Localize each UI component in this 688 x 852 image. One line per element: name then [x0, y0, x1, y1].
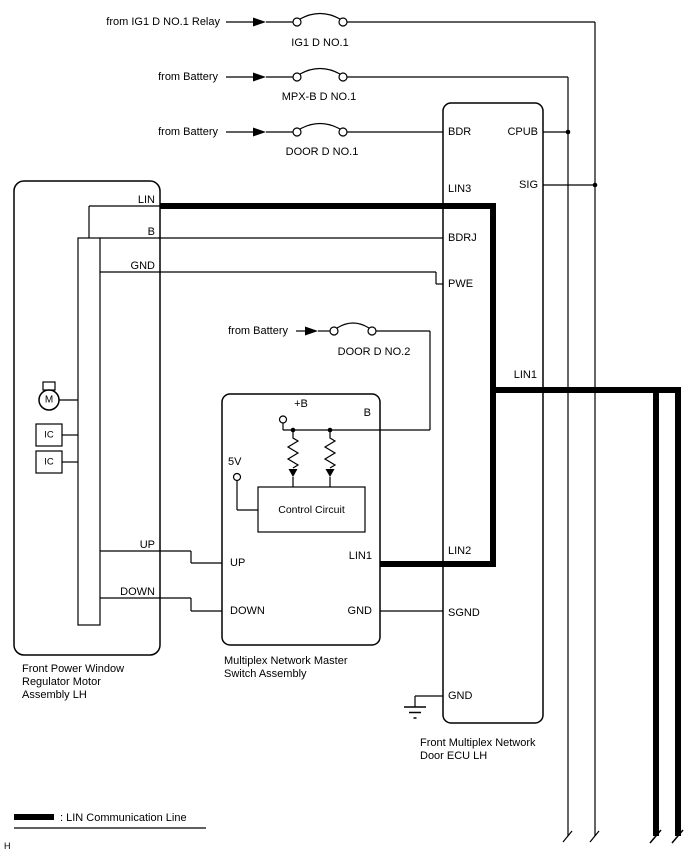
- fuse-door-d-no1-icon: [292, 122, 348, 137]
- ecu-caption-2: Door ECU LH: [420, 750, 487, 762]
- control-circuit-label: Control Circuit: [278, 504, 345, 516]
- motor-caption-3: Assembly LH: [22, 689, 87, 701]
- switch-pin-up: UP: [230, 557, 245, 569]
- ecu-pin-bdr: BDR: [448, 126, 471, 138]
- switch-label-plus-b: +B: [294, 398, 308, 410]
- fuse-label-mpxb-d-no1: MPX-B D NO.1: [282, 91, 357, 103]
- fuse-mpxb-d-no1-icon: [292, 67, 348, 82]
- door-ecu-box: [442, 102, 544, 724]
- fuse-ig1-d-no1-icon: [292, 12, 348, 27]
- feed-label-ig1-relay: from IG1 D NO.1 Relay: [106, 16, 220, 28]
- ic2-label: IC: [44, 457, 54, 468]
- legend-label: : LIN Communication Line: [60, 812, 187, 824]
- fuse-label-door-d-no1: DOOR D NO.1: [286, 146, 359, 158]
- feed-arrow-icons: [253, 17, 318, 336]
- ecu-pin-sig: SIG: [519, 179, 538, 191]
- ic1-label: IC: [44, 430, 54, 441]
- switch-pin-down: DOWN: [230, 605, 265, 617]
- ecu-pin-lin1: LIN1: [514, 369, 537, 381]
- feed-label-battery-2: from Battery: [158, 126, 218, 138]
- motor-caption-2: Regulator Motor: [22, 676, 101, 688]
- switch-pin-lin1: LIN1: [349, 550, 372, 562]
- motor-pin-up: UP: [140, 539, 155, 551]
- legend: : LIN Communication Line: [14, 812, 206, 829]
- ecu-pin-lin3: LIN3: [448, 183, 471, 195]
- ecu-caption-1: Front Multiplex Network: [420, 737, 536, 749]
- wires: [59, 21, 600, 843]
- switch-pin-gnd: GND: [348, 605, 373, 617]
- junction-dots: [290, 129, 598, 433]
- motor-symbol-label: M: [45, 395, 53, 406]
- switch-caption-1: Multiplex Network Master: [224, 655, 348, 667]
- fuse-label-door-d-no2: DOOR D NO.2: [338, 346, 411, 358]
- motor-pin-lin: LIN: [138, 194, 155, 206]
- switch-caption-2: Switch Assembly: [224, 668, 307, 680]
- motor-assembly-box: [13, 180, 161, 656]
- motor-caption-1: Front Power Window: [22, 663, 124, 675]
- feed-label-battery-1: from Battery: [158, 71, 218, 83]
- five-v-terminal-icon: [232, 472, 242, 482]
- feed-label-battery-3: from Battery: [228, 325, 288, 337]
- lin-communication-lines: [160, 203, 681, 836]
- control-circuit-box: [257, 486, 366, 533]
- ic2-box: [35, 450, 63, 474]
- master-switch-box: [221, 393, 381, 646]
- ecu-pin-gnd: GND: [448, 690, 473, 702]
- switch-label-5v: 5V: [228, 456, 242, 468]
- page-marker: H: [4, 841, 11, 851]
- ecu-pin-cpub: CPUB: [507, 126, 538, 138]
- ecu-pin-pwe: PWE: [448, 278, 473, 290]
- motor-internal-block: [77, 237, 101, 626]
- plus-b-terminal-icon: [278, 415, 288, 424]
- fuse-door-d-no2-icon: [329, 322, 377, 336]
- lin-line-end-ticks: [649, 829, 684, 844]
- motor-pin-gnd: GND: [131, 260, 156, 272]
- ground-symbol-icon: [404, 706, 426, 719]
- switch-pin-b: B: [364, 407, 371, 419]
- motor-symbol-icon: [38, 381, 60, 411]
- fuse-label-ig1-d-no1: IG1 D NO.1: [291, 37, 348, 49]
- ic1-box: [35, 423, 63, 447]
- motor-pin-down: DOWN: [120, 586, 155, 598]
- motor-pin-b: B: [148, 226, 155, 238]
- resistor-icons: [286, 430, 337, 487]
- ecu-pin-sgnd: SGND: [448, 607, 480, 619]
- ecu-pin-lin2: LIN2: [448, 545, 471, 557]
- ecu-pin-bdrj: BDRJ: [448, 232, 477, 244]
